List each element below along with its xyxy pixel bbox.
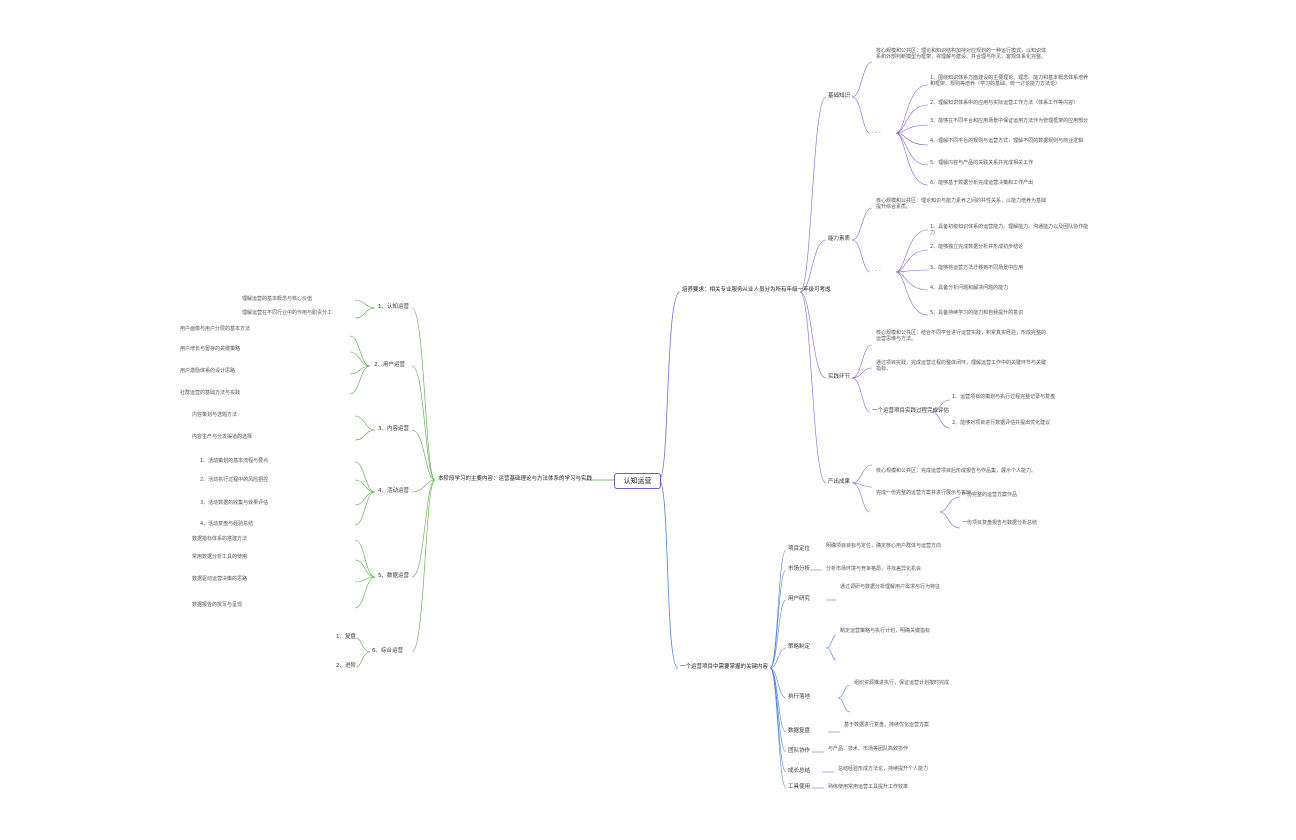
- output-item-2: 一份项目复盘报告与数据分析总结: [962, 520, 1038, 526]
- left-node-3-item-1: 内容策划与选题方法: [192, 412, 238, 418]
- node-basic-knowledge[interactable]: 基础知识: [828, 93, 851, 99]
- left-node-4-item-4: 4、活动复盘与经验总结: [200, 521, 254, 527]
- left-node-2-item-1: 用户画像与用户分层的基本方法: [180, 326, 251, 332]
- knowledge-item-3: 3、能够在不同平台和应用场景中保证运用方法作为管理框架的应用部分: [930, 118, 1089, 124]
- ability-item-5: 5、具备持续学习的能力和自我提升的意识: [930, 310, 1024, 316]
- br-node-2-text: 分析市场环境与竞争格局，寻找差异化机会: [826, 566, 922, 572]
- node-output[interactable]: 产出成果: [828, 479, 851, 485]
- left-node-2-item-2: 用户增长与留存的关键策略: [180, 346, 241, 352]
- left-node-1[interactable]: 1、认知运营: [378, 304, 409, 310]
- br-node-3[interactable]: 用户研究: [788, 596, 811, 602]
- root-node[interactable]: 认知运营: [614, 473, 661, 489]
- br-node-4-text: 制定运营策略与执行计划，明确关键指标: [840, 628, 931, 634]
- knowledge-item-2: 2、理解知识体系中的应用与实际运营工作方法（体系工作等内容）: [930, 100, 1079, 106]
- branch-project-essentials[interactable]: 一个运营项目中需要掌握的关键内容: [680, 664, 769, 670]
- knowledge-item-4: 4、理解不同平台的规则与运营方式，理解不同的数据规则与商业逻辑: [930, 138, 1084, 144]
- practice-item-2: 2、能够对项目进行数据评估并提出优化建议: [952, 420, 1051, 426]
- br-node-8-text: 总结经验形成方法论，持续提升个人能力: [838, 766, 929, 772]
- ability-item-4: 4、具备分析问题和解决问题的能力: [930, 285, 1009, 291]
- node-output-desc: 核心规模和公共区：完成运营项目后形成报告与作品集，展示个人能力。: [876, 468, 1037, 474]
- node-ability-desc: 核心规模和公共区：理论知识与能力素养之间的共性关系，以能力培养为基础提升综合素质…: [876, 198, 1047, 211]
- node-basic-knowledge-desc: 核心规模和公共区：理论和知识结构加持对应规划的一种运行模式，以知识体系和外部判断…: [876, 48, 1047, 61]
- branch-learning-content[interactable]: 本阶段学习的主要内容：运营基础理论与方法体系的学习与实践: [438, 476, 593, 482]
- ability-item-2: 2、能够独立完成数据分析并形成初步结论: [930, 244, 1024, 250]
- br-node-1-text: 明确项目目标与定位，确定核心用户群体与运营方向: [826, 543, 942, 549]
- knowledge-item-6: 6、能够基于数据分析完成运营决策和工作产出: [930, 180, 1034, 186]
- br-node-6[interactable]: 数据复盘: [788, 728, 811, 734]
- br-node-9[interactable]: 工具使用: [788, 784, 811, 790]
- br-node-7-text: 与产品、技术、市场等团队高效协作: [828, 746, 909, 752]
- left-node-2-item-4: 社群运营的基础方法与实践: [180, 390, 241, 396]
- output-item-1: 一份完整的运营方案作品: [962, 492, 1018, 498]
- connector-root-topright: [658, 291, 681, 481]
- ability-item-3: 3、能够将运营方法迁移到不同场景中应用: [930, 265, 1024, 271]
- node-ability[interactable]: 能力素质: [828, 236, 851, 242]
- left-node-6-item-2[interactable]: 2、进阶: [336, 663, 356, 669]
- br-node-4[interactable]: 策略制定: [788, 644, 811, 650]
- node-ability-items-label: · · ·: [872, 268, 881, 274]
- left-node-2-item-3: 用户激励体系的设计思路: [180, 368, 236, 374]
- knowledge-item-1: 1、围绕知识体系方面建设的主要理论、理念、能力和基本概念体系培养和框架、规则等培…: [930, 75, 1089, 88]
- ability-item-1: 1、具备初级知识体系的运营能力、理解能力、沟通能力以及团队协作能力: [930, 224, 1089, 237]
- br-node-5[interactable]: 执行落地: [788, 694, 811, 700]
- left-node-6-item-1[interactable]: 1、复盘: [336, 634, 356, 640]
- left-node-5[interactable]: 5、数据运营: [378, 573, 409, 579]
- node-knowledge-items-label: · · ·: [872, 130, 881, 136]
- br-node-6-text: 基于数据进行复盘，持续优化运营方案: [844, 722, 930, 728]
- left-node-6[interactable]: 6、综合运营: [372, 648, 403, 654]
- left-node-1-item-1: 理解运营的基本概念与核心价值: [242, 296, 313, 302]
- connector-root-bottomright: [658, 479, 679, 669]
- left-node-4-item-3: 3、活动数据的收集与效果评估: [200, 500, 269, 506]
- br-node-5-text: 组织资源推进执行，保证运营计划按时完成: [854, 680, 950, 686]
- br-node-9-text: 熟练使用常用运营工具提升工作效率: [828, 784, 909, 790]
- left-node-5-item-3: 数据驱动运营决策的思路: [192, 576, 248, 582]
- node-practice[interactable]: 实践环节: [828, 374, 851, 380]
- left-node-3-item-2: 内容生产与分发渠道的选择: [192, 434, 253, 440]
- br-node-8[interactable]: 成长总结: [788, 768, 811, 774]
- left-node-4[interactable]: 4、活动运营: [378, 488, 409, 494]
- left-node-1-item-2: 理解运营在不同行业中的作用与职责分工: [242, 310, 333, 316]
- left-node-4-item-2: 2、活动执行过程中的风险把控: [200, 477, 269, 483]
- knowledge-item-5: 5、理解内容与产品的关联关系并完成相关工作: [930, 160, 1034, 166]
- practice-item-1: 1、运营项目的策划与执行过程完整记录与复盘: [952, 394, 1056, 400]
- left-node-3[interactable]: 3、内容运营: [378, 426, 409, 432]
- node-practice-sub[interactable]: 一个运营项目实践过程完成评估: [872, 408, 950, 414]
- left-node-5-item-1: 数据指标体系的搭建方法: [192, 536, 248, 542]
- left-node-4-item-1: 1、活动策划的基本流程与要点: [200, 458, 269, 464]
- br-node-2[interactable]: 市场分析: [788, 566, 811, 572]
- left-node-2[interactable]: 2、用户运营: [374, 362, 405, 368]
- branch-training-requirements[interactable]: 培养要求：相关专业服务从业人员分为所有年级一年级可考虑: [682, 287, 831, 293]
- br-node-7[interactable]: 团队协作: [788, 748, 811, 754]
- node-output-desc2: 完成一份完整的运营方案并进行展示与答辩。: [876, 490, 977, 496]
- left-node-5-item-2: 常用数据分析工具的使用: [192, 554, 248, 560]
- node-practice-desc2: 通过项目实践，完成运营过程的整体闭环，理解运营工作中的关键环节与关键指标。: [876, 360, 1047, 373]
- br-node-3-text: 通过调研与数据分析理解用户需求与行为特征: [840, 584, 941, 590]
- node-practice-desc: 核心规模和公共区：结合不同平台进行运营实践，积累真实经验，形成完整的运营思维与方…: [876, 330, 1047, 343]
- left-node-5-item-4: 数据报告的撰写与呈现: [192, 602, 243, 608]
- br-node-1[interactable]: 项目定位: [788, 546, 811, 552]
